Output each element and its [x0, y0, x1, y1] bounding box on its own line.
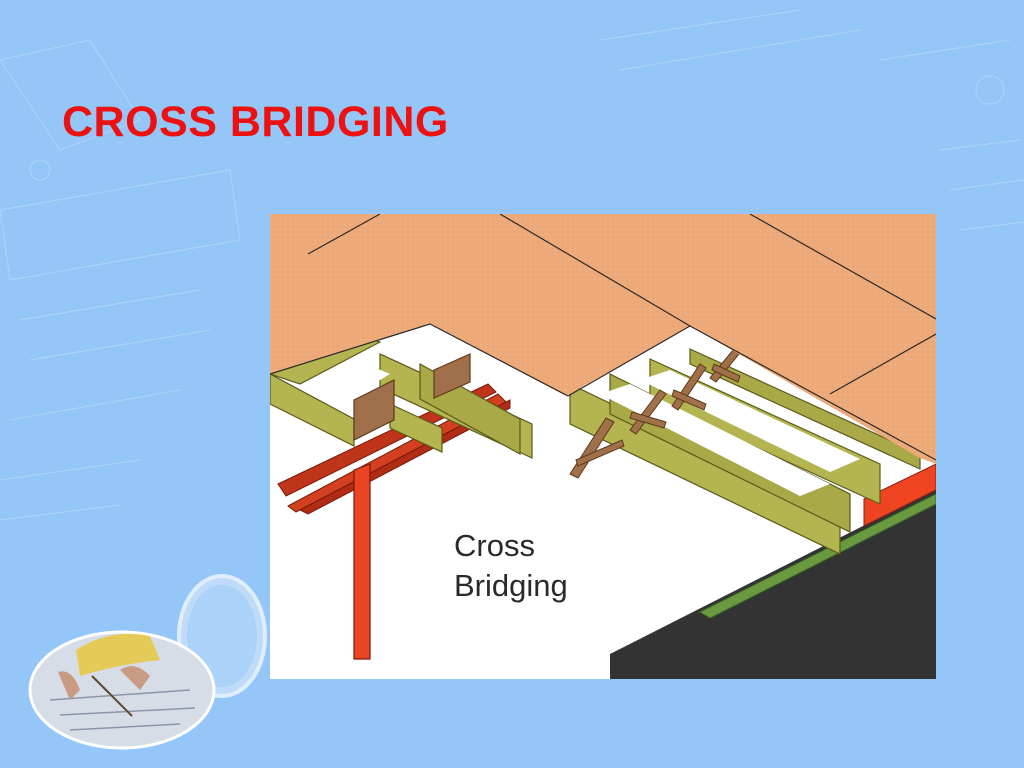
rim-joist	[863, 463, 936, 527]
solid-blocking	[353, 353, 471, 441]
cross-bridging-label: Cross Bridging	[454, 526, 568, 606]
label-line-2: Bridging	[454, 568, 568, 603]
subfloor-sheathing	[270, 214, 936, 464]
cross-bridging-diagram: Cross Bridging	[270, 214, 936, 679]
cross-bridging-braces	[569, 343, 745, 479]
sill-plate	[698, 493, 936, 619]
blueprint-photo-graphic	[28, 630, 216, 750]
slide-title: CROSS BRIDGING	[62, 98, 449, 146]
diagram-illustration	[270, 214, 936, 679]
support-post	[353, 463, 371, 660]
label-line-1: Cross	[454, 528, 535, 563]
